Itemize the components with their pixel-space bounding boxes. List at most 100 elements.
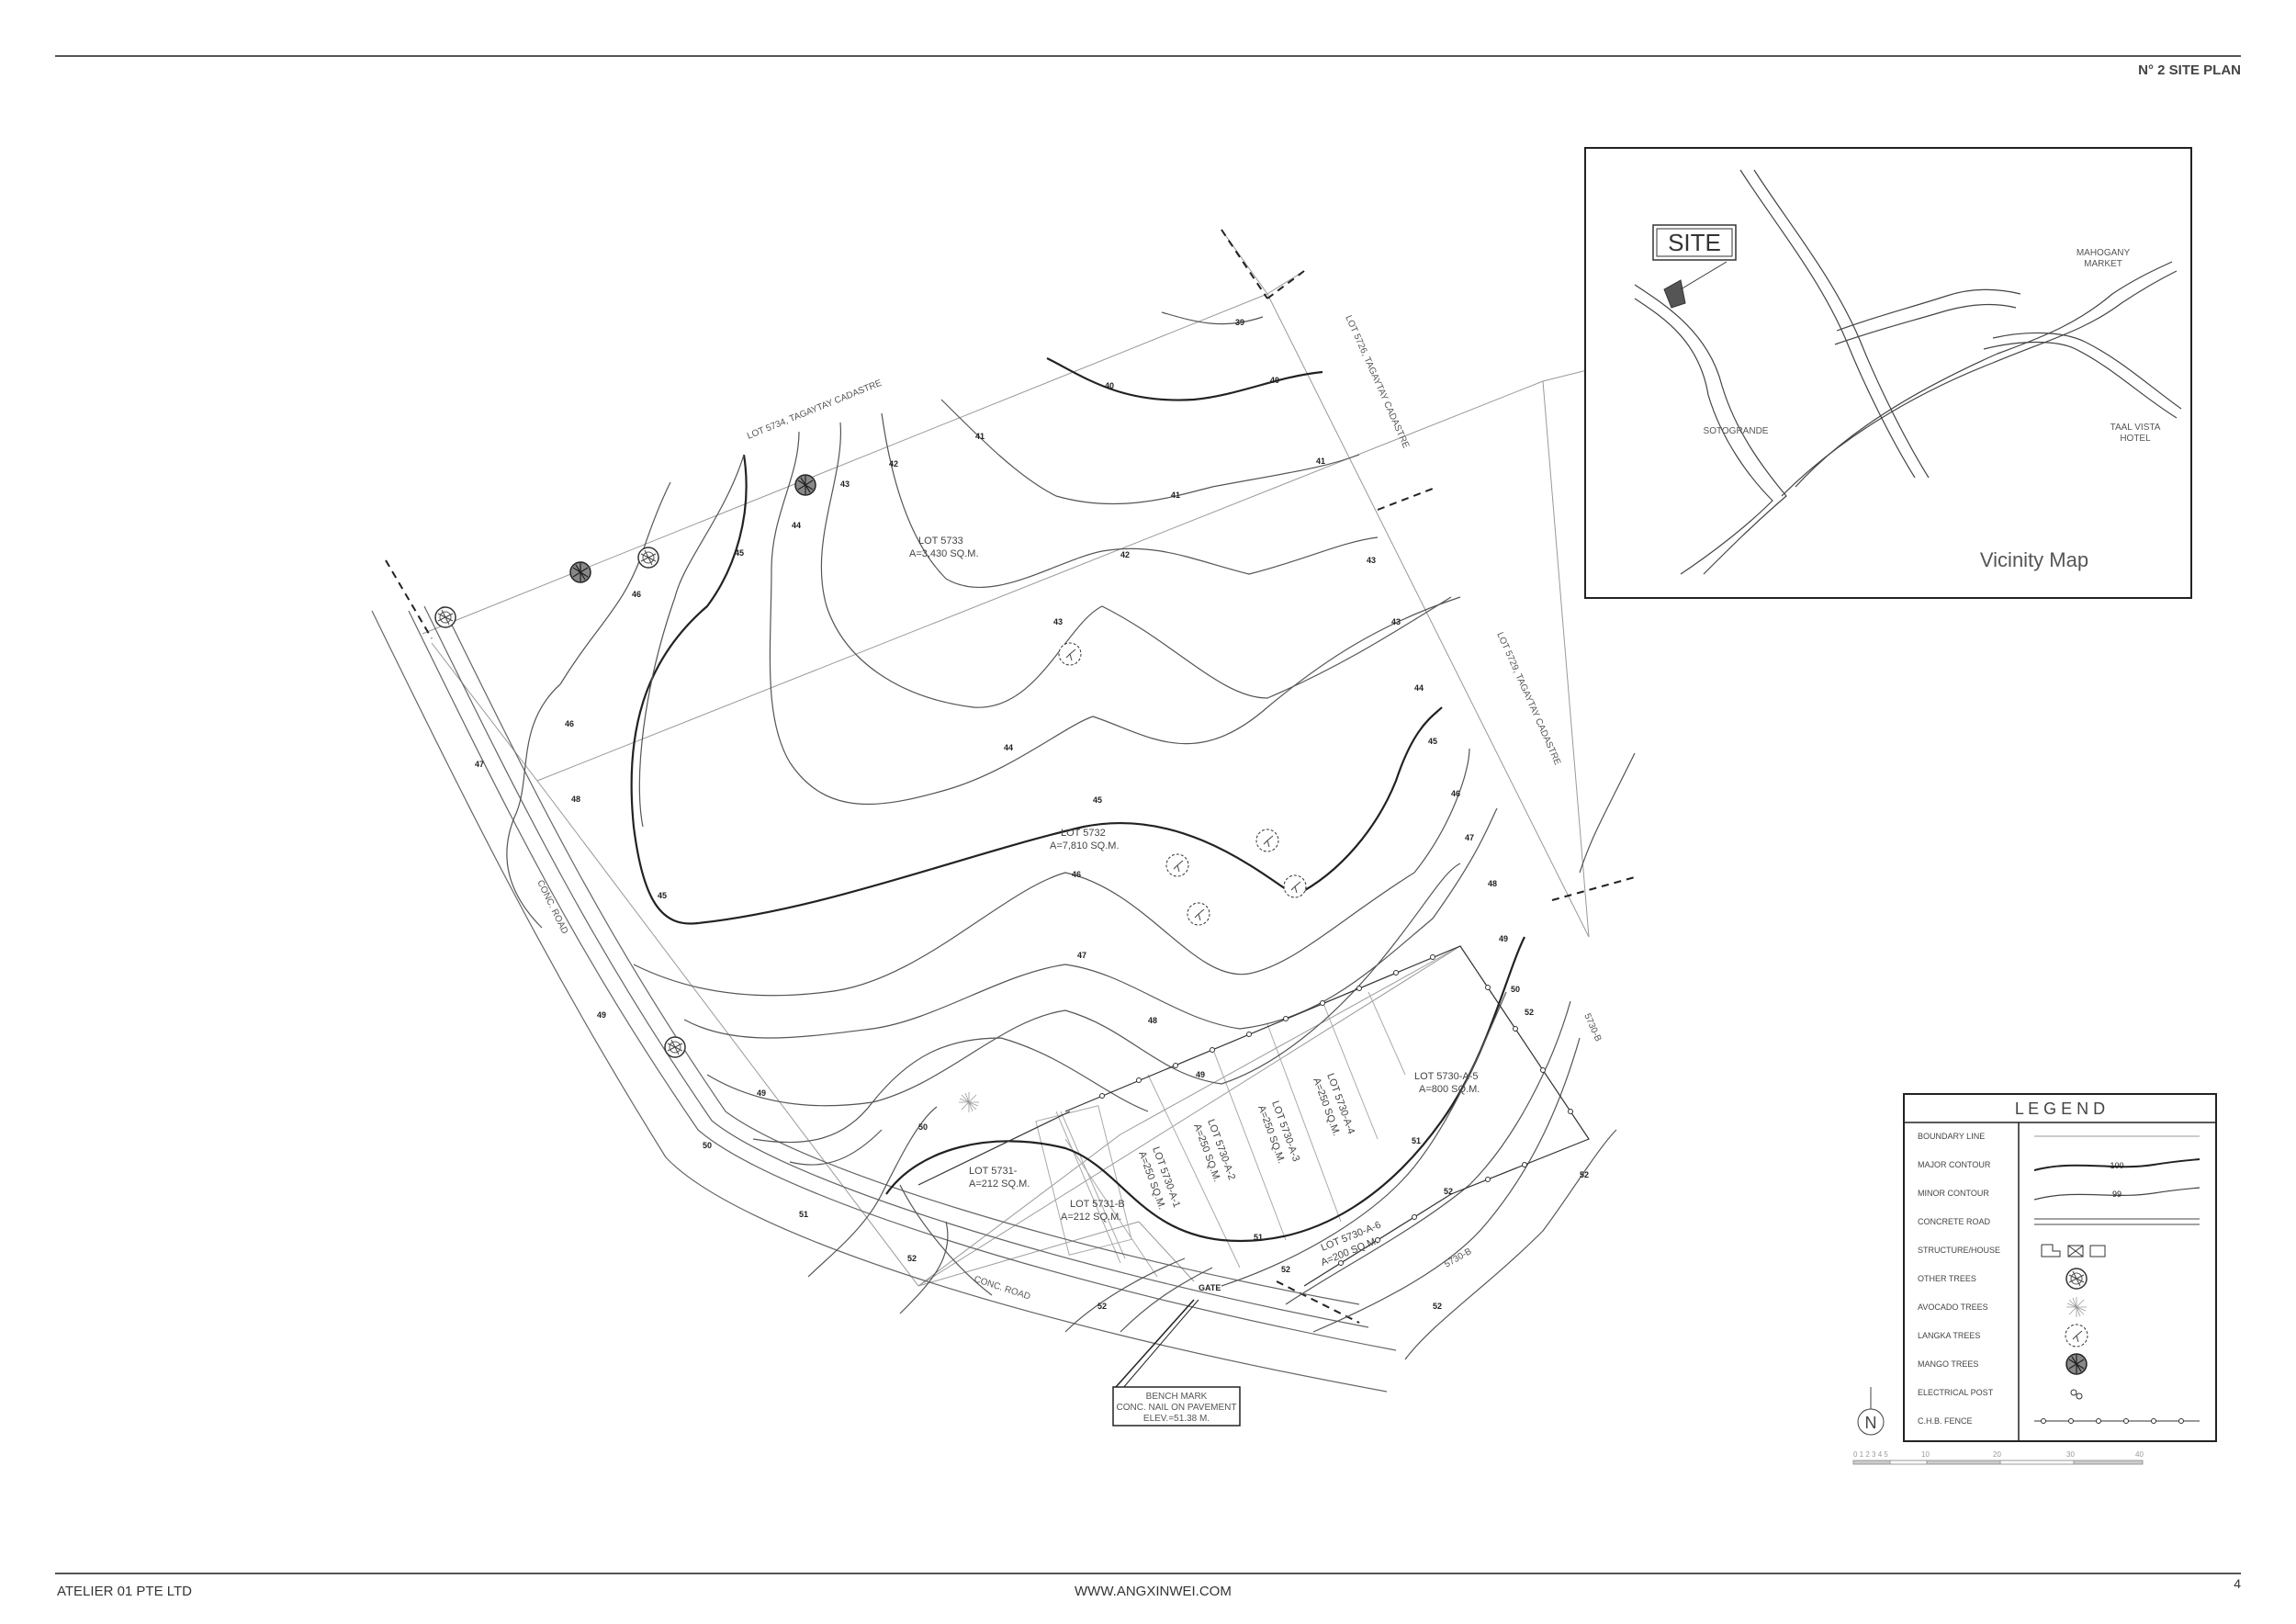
lot-5733-area: A=3,430 SQ.M.	[909, 548, 979, 559]
site-label-box-inner	[1656, 228, 1733, 257]
bench-mark-box	[1112, 1386, 1241, 1427]
label-5730-b-1: 5730-B	[1581, 1012, 1603, 1043]
svg-text:MAJOR CONTOUR: MAJOR CONTOUR	[1918, 1160, 1991, 1169]
site-marker	[1663, 279, 1686, 309]
footer-company: ATELIER 01 PTE LTD	[57, 1584, 192, 1599]
svg-text:51: 51	[799, 1210, 808, 1219]
mango-tree-icon	[2065, 1353, 2088, 1375]
fence-posts	[1099, 954, 1573, 1266]
vicinity-map-title: Vicinity Map	[1980, 548, 2088, 571]
svg-text:52: 52	[1580, 1170, 1589, 1179]
svg-text:45: 45	[1093, 795, 1102, 805]
label-lot-5729: LOT 5729, TAGAYTAY CADASTRE	[1494, 631, 1562, 767]
lot-5732-area: A=7,810 SQ.M.	[1050, 840, 1120, 851]
svg-text:40: 40	[1105, 381, 1114, 390]
chb-fence-symbol	[2034, 1418, 2200, 1424]
boundary-lines	[422, 229, 1654, 1287]
avocado-tree-icon	[2065, 1296, 2088, 1318]
svg-text:49: 49	[757, 1088, 766, 1098]
bench-mark-line1: BENCH MARK	[1146, 1392, 1208, 1402]
svg-text:41: 41	[1171, 491, 1180, 500]
svg-text:N: N	[1865, 1414, 1877, 1432]
svg-text:52: 52	[1097, 1302, 1107, 1311]
other-tree-icon	[637, 547, 659, 569]
lot-5731-b-name: LOT 5731-B	[1070, 1199, 1125, 1210]
chb-fence	[917, 945, 1590, 1287]
label-lot-5726: LOT 5726, TAGAYTAY CADASTRE	[1343, 314, 1411, 450]
legend-frame	[1903, 1093, 2217, 1442]
lot-5730-a-5-name: LOT 5730-A-5	[1414, 1071, 1479, 1082]
svg-text:MANGO TREES: MANGO TREES	[1918, 1359, 1978, 1369]
langka-tree-icon	[1255, 829, 1279, 852]
footer-website[interactable]: WWW.ANGXINWEI.COM	[1075, 1584, 1232, 1599]
svg-text:52: 52	[1444, 1187, 1453, 1196]
legend-labels: BOUNDARY LINE MAJOR CONTOUR MINOR CONTOU…	[1918, 1132, 2000, 1426]
svg-text:50: 50	[703, 1141, 712, 1150]
svg-text:43: 43	[1053, 617, 1063, 626]
svg-text:99: 99	[2112, 1190, 2122, 1199]
svg-text:50: 50	[1511, 985, 1520, 994]
svg-text:49: 49	[1499, 934, 1508, 943]
structure-house-symbol	[2041, 1244, 2106, 1257]
svg-text:OTHER TREES: OTHER TREES	[1918, 1274, 1976, 1283]
svg-text:43: 43	[840, 479, 850, 489]
page-number: 4	[2234, 1576, 2241, 1591]
svg-text:30: 30	[2066, 1450, 2075, 1459]
svg-text:42: 42	[1120, 550, 1130, 559]
svg-text:AVOCADO TREES: AVOCADO TREES	[1918, 1303, 1988, 1312]
svg-text:0 1 2 3 4 5: 0 1 2 3 4 5	[1853, 1450, 1888, 1459]
dashed-extensions	[385, 229, 1636, 1324]
place-hotel: HOTEL	[2120, 434, 2151, 444]
scale-ticks: 0 1 2 3 4 5 10 20 30 40	[1853, 1450, 2144, 1459]
place-taal-vista: TAAL VISTA	[2110, 423, 2161, 433]
svg-text:50: 50	[918, 1122, 928, 1132]
svg-text:47: 47	[1465, 833, 1474, 842]
place-market: MARKET	[2084, 259, 2122, 269]
svg-text:46: 46	[1072, 870, 1081, 879]
major-contour-symbol	[2033, 1158, 2200, 1171]
lot-subdivision-lines	[1035, 991, 1406, 1278]
svg-text:45: 45	[658, 891, 667, 900]
svg-text:43: 43	[1391, 617, 1401, 626]
svg-text:41: 41	[975, 432, 985, 441]
vicinity-roads	[1634, 169, 2182, 575]
svg-text:CONCRETE ROAD: CONCRETE ROAD	[1918, 1217, 1991, 1226]
other-tree-icon	[2065, 1268, 2088, 1290]
svg-text:44: 44	[1414, 683, 1424, 693]
legend-title: L E G E N D	[2015, 1100, 2105, 1118]
svg-text:52: 52	[907, 1254, 917, 1263]
lot-5733-name: LOT 5733	[918, 536, 963, 547]
north-arrow: N	[1857, 1387, 1885, 1436]
place-mahogany: MAHOGANY	[2077, 248, 2131, 258]
site-leader	[1680, 261, 1728, 290]
vicinity-map-frame	[1584, 147, 2192, 599]
langka-tree-icon	[1283, 874, 1307, 898]
svg-text:52: 52	[1281, 1265, 1290, 1274]
svg-text:40: 40	[2135, 1450, 2144, 1459]
lot-labels: LOT 5733 A=3,430 SQ.M. LOT 5732 A=7,810 …	[909, 536, 1480, 1269]
svg-text:39: 39	[1235, 318, 1244, 327]
other-tree-icon	[434, 606, 456, 628]
electrical-post-icon	[2070, 1389, 2083, 1400]
trees	[434, 474, 1307, 1113]
scale-bar	[1852, 1460, 2144, 1465]
svg-text:43: 43	[1367, 556, 1376, 565]
road-label-left: CONC. ROAD	[535, 878, 569, 935]
svg-text:52: 52	[1433, 1302, 1442, 1311]
label-5730-b-2: 5730-B	[1443, 1246, 1474, 1270]
contour-labels: 39 40 40 41 41 41 42 42 43 43 43 43 44 4…	[475, 318, 1589, 1311]
svg-text:42: 42	[889, 459, 898, 468]
svg-text:48: 48	[1148, 1016, 1157, 1025]
svg-text:52: 52	[1525, 1008, 1534, 1017]
lot-5730-a-5-area: A=800 SQ.M.	[1419, 1084, 1480, 1095]
avocado-tree-icon	[958, 1091, 980, 1113]
bench-mark-leader-2	[1121, 1299, 1199, 1390]
mango-tree-icon	[569, 561, 591, 583]
svg-text:48: 48	[571, 795, 580, 804]
svg-text:10: 10	[1921, 1450, 1930, 1459]
place-sotogrande: SOTOGRANDE	[1704, 426, 1769, 436]
svg-text:47: 47	[475, 760, 484, 769]
label-lot-5734: LOT 5734, TAGAYTAY CADASTRE	[746, 378, 884, 442]
svg-text:46: 46	[632, 590, 641, 599]
minor-contours	[506, 311, 1636, 1360]
